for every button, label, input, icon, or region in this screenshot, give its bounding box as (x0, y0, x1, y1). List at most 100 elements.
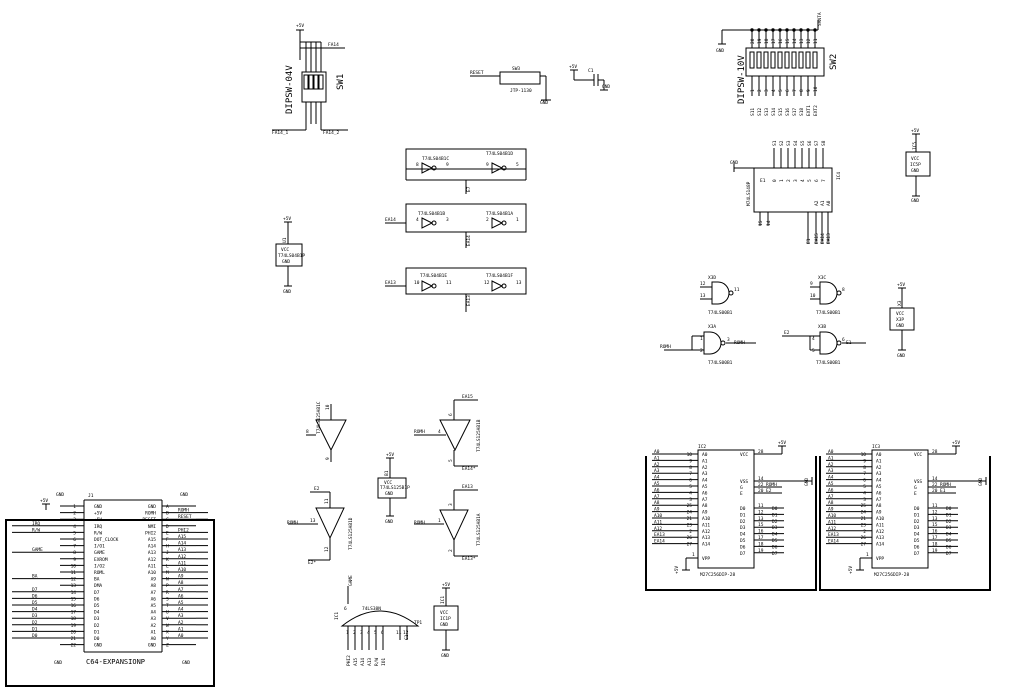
eprom-data-name: D7 (740, 551, 746, 557)
j1-right-name: A13 (148, 550, 156, 556)
eprom-data-net: D1 (946, 512, 952, 518)
j1-left-name: D4 (94, 610, 100, 616)
j1-left-num: 14 (71, 590, 77, 596)
ic4-gnd: GND (730, 160, 738, 166)
j1-left-name: D2 (94, 623, 100, 629)
eprom-data-name: D4 (914, 532, 920, 538)
j1-left-net: D1 (32, 626, 38, 632)
inv2-name: T74LS04B1B (418, 211, 445, 217)
j1-left-num: 19 (71, 623, 77, 629)
inv3-net: EA13 (466, 295, 472, 306)
x3c-pin-a: 9 (810, 281, 813, 287)
eprom-data-net: D6 (946, 544, 952, 550)
j1-right-name: A9 (151, 577, 157, 583)
sw2-net-label: S13 (764, 108, 770, 116)
eprom-data-net: D1 (772, 512, 778, 518)
eprom-data-name: D5 (740, 538, 746, 544)
x3d-pin-o: 11 (734, 287, 740, 293)
eprom-addr-net: A1 (654, 455, 660, 461)
b1b-pin-en: 4 (438, 429, 441, 435)
sw2-net-label: EXT1 (806, 105, 812, 116)
j1-right-num: D (166, 524, 169, 530)
x3c-pin-b: 10 (810, 293, 816, 299)
eprom-addr-name: A7 (702, 497, 708, 503)
eprom-data-net: D7 (772, 551, 778, 557)
j1-right-num: E (166, 530, 169, 536)
j1-right-name: A15 (148, 537, 156, 543)
x3d-ref: X3D (708, 275, 716, 281)
sw1-ref: SW1 (336, 74, 346, 90)
eprom-addr-pin: 21 (687, 516, 693, 522)
b1c-pin-out: 9 (325, 457, 331, 460)
j1-right-net: A9 (178, 574, 184, 580)
sw2-switch-cell (763, 51, 769, 69)
decoder-power: +5V IC1 VCC IC1P GND GND (433, 582, 459, 659)
inv1-pin-a: 8 (416, 162, 419, 168)
inv2-net: EA14 (466, 235, 472, 246)
eprom-body (871, 449, 929, 569)
x3a-ref: X3A (708, 324, 716, 330)
sw1-part: DIPSW-04V (285, 65, 295, 114)
eprom-frame (819, 456, 991, 591)
sw2-junction (806, 28, 810, 32)
sw2-pin-num: 5 (778, 89, 784, 92)
dec-input-net: IO1 (381, 658, 387, 666)
j1-right-num: R (166, 590, 169, 596)
b1-gnd-net: GND (385, 519, 393, 525)
x3b-net-out: E1 (846, 340, 852, 346)
j1-right-num: N (166, 577, 169, 583)
b1a-net-in: ROMH (414, 520, 425, 526)
j1-right-net: A8 (178, 580, 184, 586)
eprom-ctrl-name: VCC (740, 452, 748, 458)
j1-right-net: A11 (178, 560, 186, 566)
x3b-ref: X3B (818, 324, 826, 330)
sw2-pin-num: 6 (785, 89, 791, 92)
j1-left-num: 1 (73, 504, 76, 510)
eprom-net-e: E2 (766, 488, 772, 494)
j1-right-name: A2 (151, 623, 157, 629)
sw1-net-top: FA14 (328, 42, 339, 48)
ic4-pin-e1: E1 (760, 178, 766, 184)
x3-gnd: GND (896, 323, 904, 329)
eprom-addr-pin: 23 (687, 522, 693, 528)
eprom-addr-net: A3 (654, 468, 660, 474)
decp-pwr: +5V (442, 582, 450, 588)
eprom-addr-net: A4 (828, 475, 834, 481)
eprom-addr-name: A13 (702, 535, 710, 541)
eprom-addr-pin: 8 (863, 465, 866, 471)
j1-right-name: A10 (148, 570, 156, 576)
j1-left-name: D7 (94, 590, 100, 596)
sw2-pin-num: 1 (750, 89, 756, 92)
b1-part: T74LS125B1P (380, 485, 410, 491)
b1b-net-top: EA15 (462, 394, 473, 400)
inv1-pin-d: 5 (516, 162, 519, 168)
b1b-net-out: EA14* (462, 466, 476, 472)
j1-right-num: Z (166, 643, 169, 649)
eprom-vpp-pin: 1 (866, 552, 869, 558)
j1-right-name: A14 (148, 544, 156, 550)
eprom-data-pin: 15 (758, 522, 764, 528)
eprom-data-net: D6 (772, 544, 778, 550)
eprom-data-net: D0 (946, 506, 952, 512)
j1-left-net: IRQ (32, 521, 40, 527)
inv3-pin-c: 12 (484, 280, 490, 286)
ic4-ref: IC4 (836, 172, 842, 180)
eprom-addr-net: A7 (654, 494, 660, 500)
ic4-pin-14: 14 (766, 220, 772, 226)
eprom-addr-pin: 7 (863, 471, 866, 477)
j1-right-name: ROMH (145, 511, 156, 517)
eprom-addr-name: A11 (876, 522, 884, 528)
eprom-addr-pin: 4 (689, 490, 692, 496)
j1-right-name: A3 (151, 616, 157, 622)
x3c-part: T74LS00B1 (816, 310, 841, 316)
j1-right-num: M (166, 570, 169, 576)
j1-right-num: K (166, 557, 169, 563)
j1-right-name: A5 (151, 603, 157, 609)
inv-gnd: GND (282, 259, 290, 265)
eprom-data-name: D4 (740, 532, 746, 538)
eprom-ctrl-pin: 28 (932, 449, 938, 455)
ic4-input-net: S1 (772, 140, 778, 146)
sw2-pin-label: 16 (778, 38, 784, 44)
jumper-net-in: RESET (470, 70, 484, 76)
sw2-switch-cell (756, 51, 762, 69)
